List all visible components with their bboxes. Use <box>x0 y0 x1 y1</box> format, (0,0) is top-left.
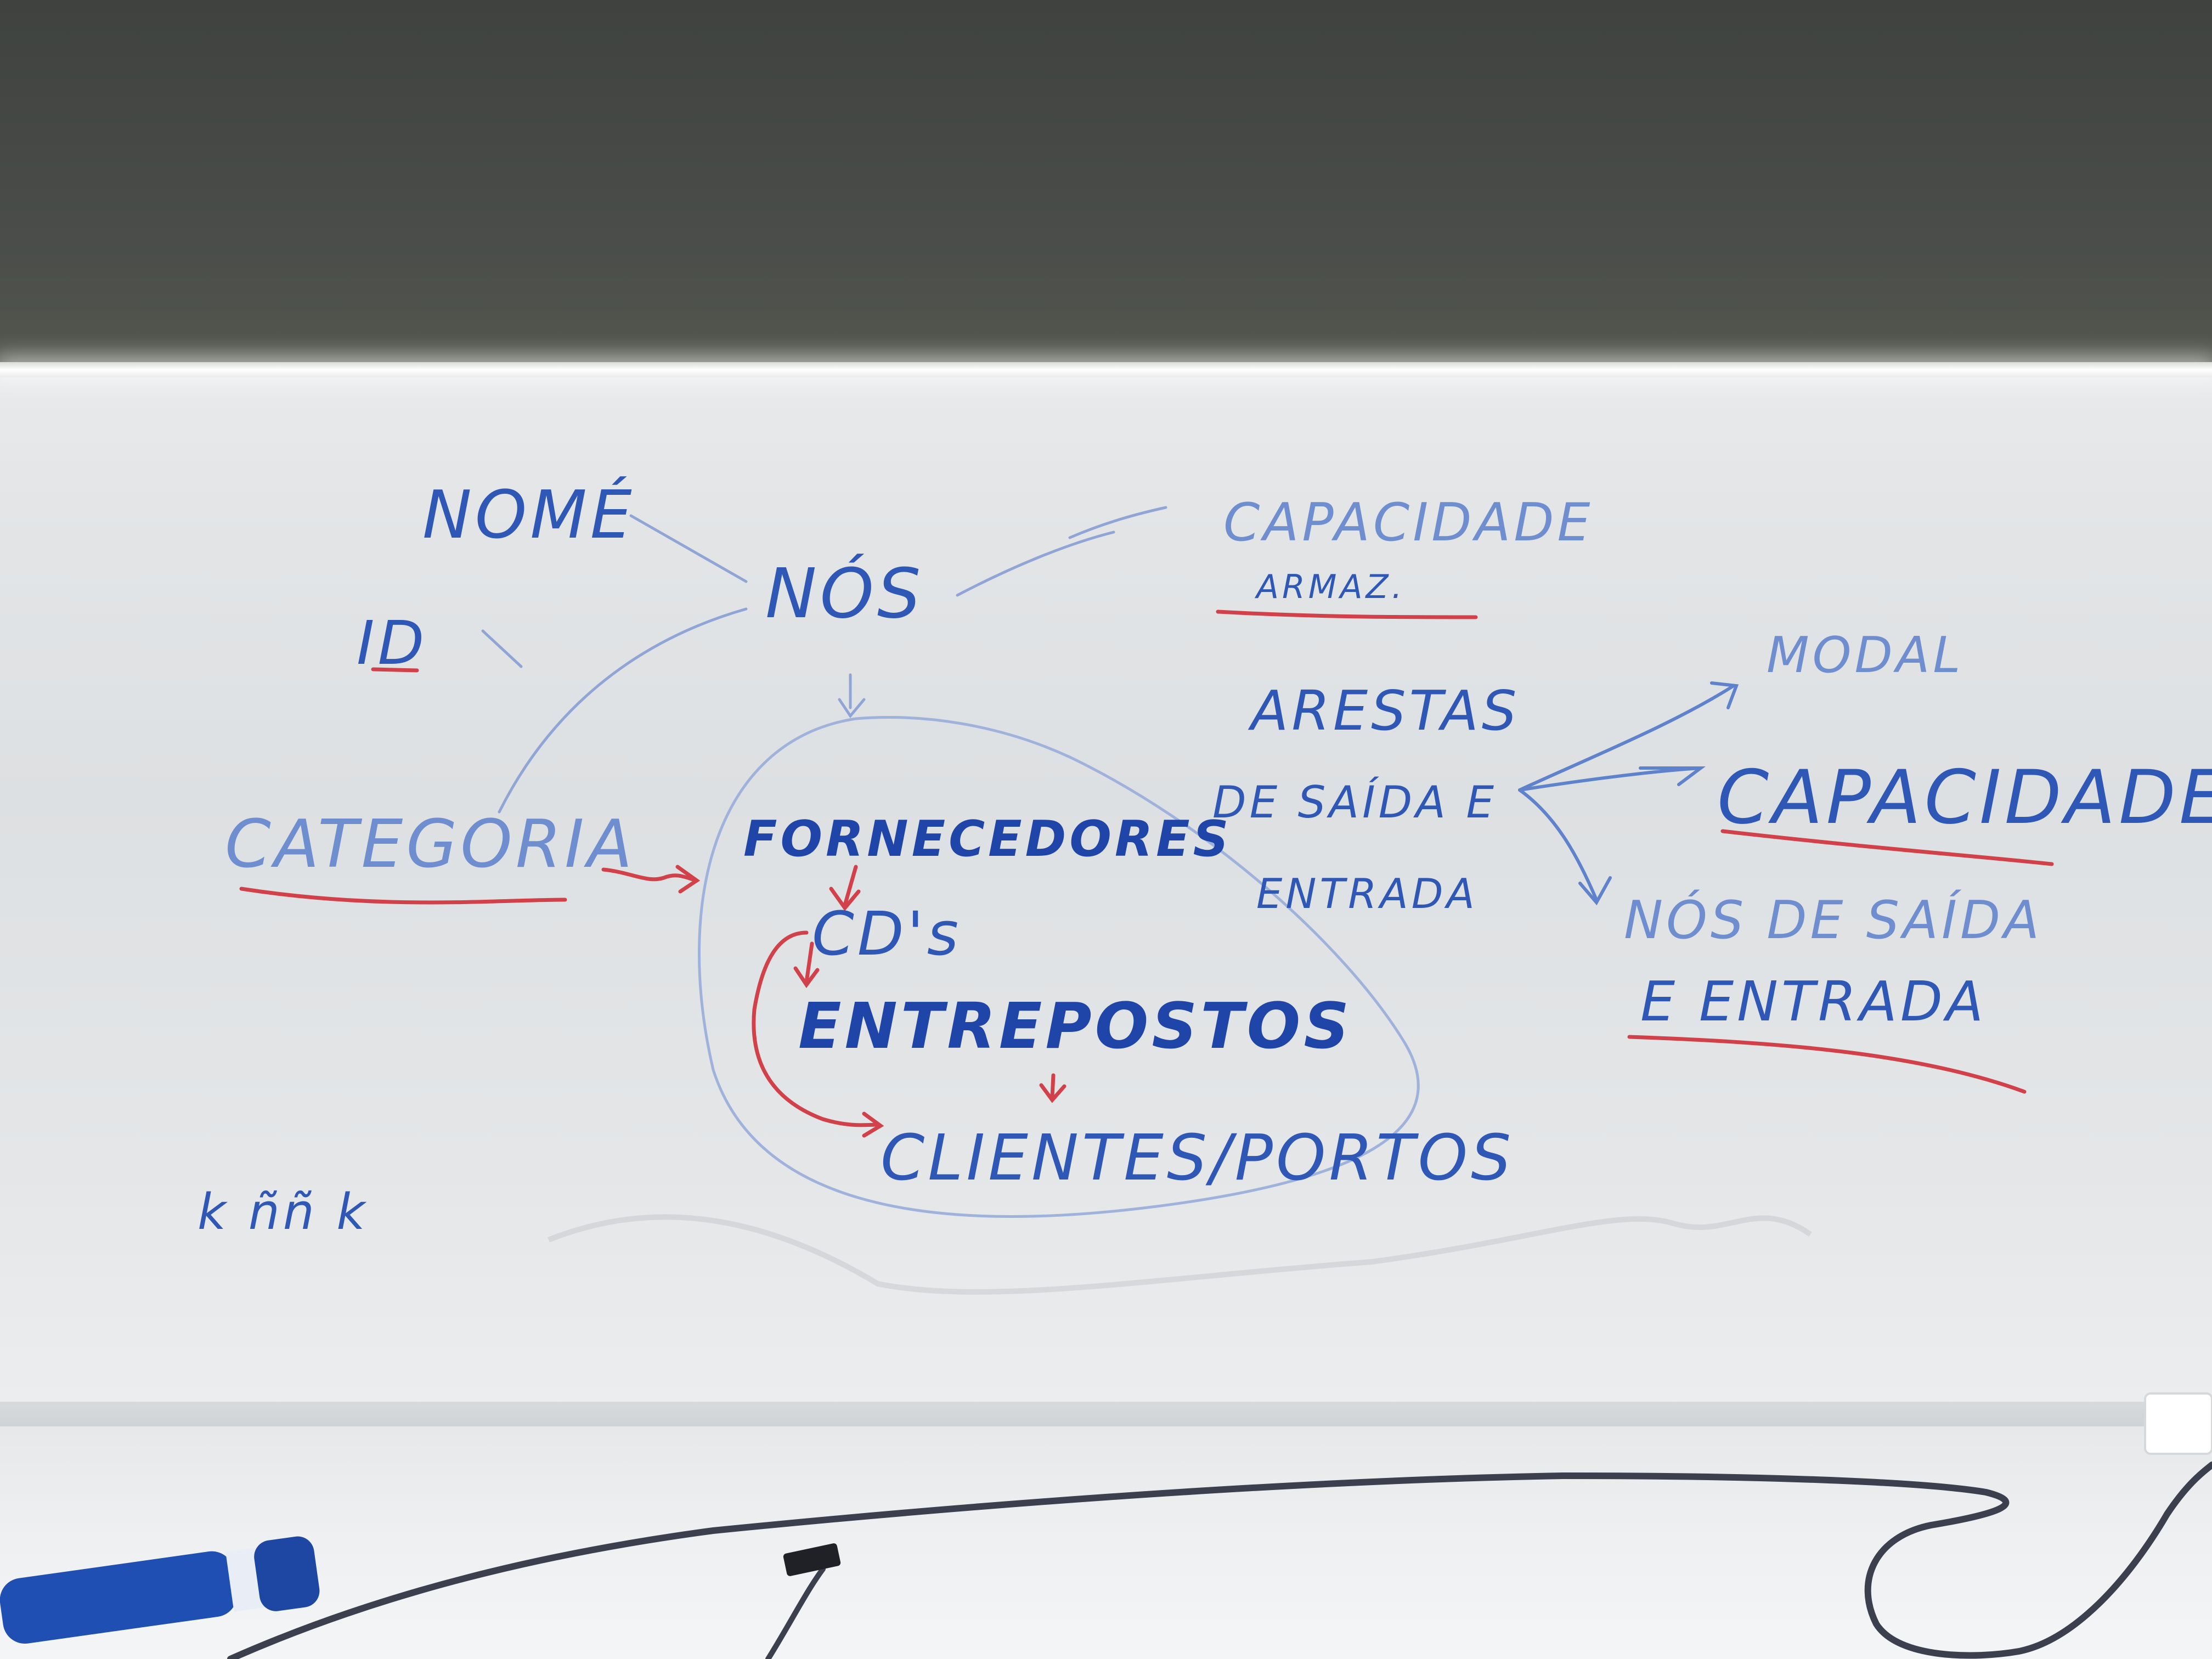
cable-reflection <box>548 1214 1812 1295</box>
desk <box>0 1426 2212 1659</box>
cable-connector <box>783 1543 841 1576</box>
connector-lines <box>481 506 1167 814</box>
cable-branch <box>765 1566 826 1659</box>
label-e-entrada: E ENTRADA <box>1640 969 1987 1034</box>
loop-outline <box>698 716 1420 1218</box>
label-nos: NÓS <box>765 554 924 634</box>
wall <box>0 0 2212 373</box>
label-clientes-portos: CLIENTES/PORTOS <box>881 1121 1514 1195</box>
label-categoria: CATEGORIA <box>225 806 636 883</box>
label-capacidade-right: CAPACIDADE <box>1717 754 2212 840</box>
label-arestas: ARESTAS <box>1248 679 1520 743</box>
label-entrepostos: ENTREPOSTOS <box>798 990 1352 1063</box>
cable <box>227 1462 2212 1659</box>
label-capacidade-top: CAPACIDADE <box>1223 493 1594 553</box>
label-scribble: k ññ k <box>198 1183 369 1241</box>
label-nome: NOMÉ <box>422 477 635 554</box>
label-cds: CD's <box>812 899 962 969</box>
desk-adapter <box>2144 1392 2212 1455</box>
red-markings <box>239 610 2054 1138</box>
marker-pen <box>0 1536 320 1644</box>
label-fornecedores: FORNECEDORES <box>743 810 1232 868</box>
light-strip <box>0 362 2212 377</box>
label-nos-de-saida: NÓS DE SAÍDA <box>1624 890 2042 951</box>
label-id: ID <box>357 608 427 678</box>
label-modal: MODAL <box>1767 627 1964 684</box>
arestas-arrows <box>1518 681 1739 906</box>
label-entrada: ENTRADA <box>1256 870 1478 918</box>
label-armaz: ARMAZ. <box>1254 568 1406 606</box>
label-de-saida-e: DE SAÍDA E <box>1212 776 1497 828</box>
whiteboard-tray <box>0 1402 2212 1429</box>
